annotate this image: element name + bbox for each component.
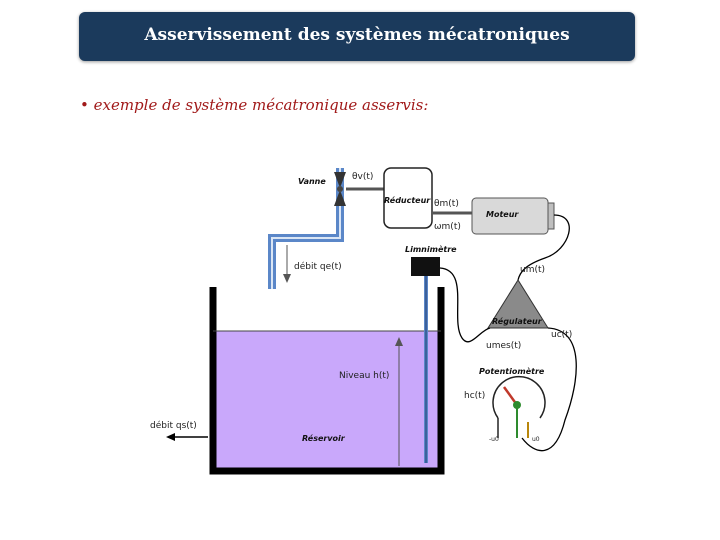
label-h-c: hc(t) (464, 391, 485, 401)
label-debit-e: débit qe(t) (294, 261, 342, 272)
label-plus-u0: u0 (532, 436, 540, 443)
motor-cap (547, 202, 555, 230)
inflow-arrowhead (283, 274, 291, 283)
label-u-c: uc(t) (551, 330, 572, 340)
outflow-arrowhead (166, 433, 175, 441)
label-minus-u0: -u0 (489, 436, 499, 443)
label-niveau: Niveau h(t) (339, 371, 389, 381)
limnimeter-box (411, 257, 440, 276)
label-debit-s: débit qs(t) (150, 420, 197, 431)
wire-potentiometer-regulator (521, 327, 577, 452)
label-u-m: um(t) (520, 265, 545, 275)
valve-bottom (334, 190, 346, 206)
label-reducteur: Réducteur (384, 195, 431, 205)
potentiometer-arc (492, 376, 546, 419)
valve-center (337, 186, 343, 192)
label-theta-v: θv(t) (352, 172, 373, 182)
regulator-triangle (487, 279, 549, 329)
label-moteur: Moteur (486, 210, 519, 219)
label-reservoir: Réservoir (302, 433, 346, 443)
label-omega-m: ωm(t) (434, 222, 461, 232)
subtitle: • exemple de système mécatronique asserv… (80, 96, 429, 114)
wire-sensor-regulator (439, 267, 491, 343)
label-potentiometre: Potentiomètre (479, 366, 545, 376)
reservoir-liquid (213, 331, 441, 471)
label-u-mes: umes(t) (486, 341, 521, 351)
wire-motor-regulator (517, 214, 570, 281)
valve-icon (334, 172, 346, 188)
reservoir-walls (209, 287, 445, 475)
title-bar: Asservissement des systèmes mécatronique… (79, 12, 635, 61)
label-theta-m: θm(t) (434, 199, 459, 209)
label-limnimetre: Limnimètre (405, 244, 457, 254)
level-arrowhead (395, 337, 403, 346)
label-regulateur: Régulateur (492, 316, 543, 326)
reducer-box (383, 167, 433, 229)
label-vanne: Vanne (298, 177, 326, 186)
page-title: Asservissement des systèmes mécatronique… (144, 25, 570, 45)
